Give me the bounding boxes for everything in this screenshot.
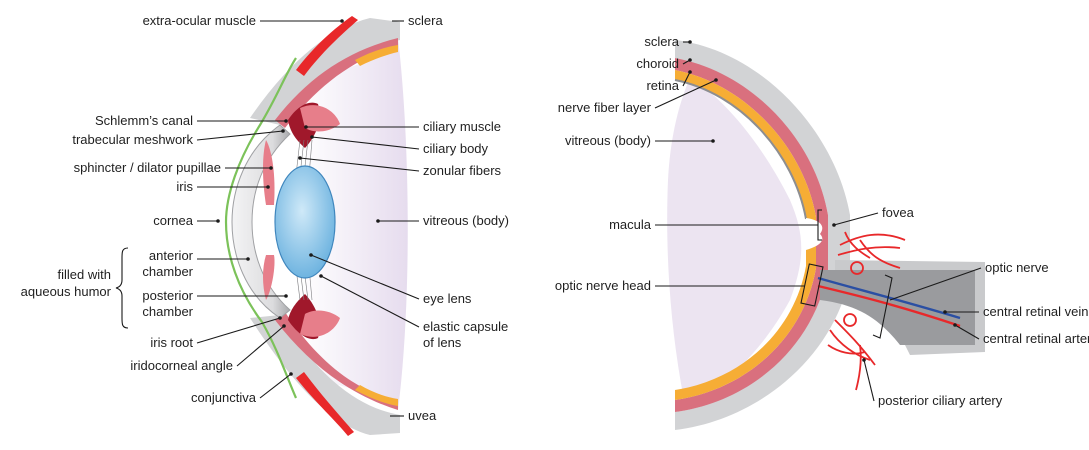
label-vitreous-left: vitreous (body) — [423, 213, 509, 228]
label-ciliary-muscle: ciliary muscle — [423, 119, 501, 134]
label-cornea: cornea — [153, 213, 194, 228]
label-sclera-right: sclera — [644, 34, 679, 49]
leader-dot — [832, 223, 836, 227]
label-extra-ocular-muscle: extra-ocular muscle — [143, 13, 256, 28]
label-vitreous-right: vitreous (body) — [565, 133, 651, 148]
leader-dot — [304, 125, 308, 129]
label-anterior-chamber-2: chamber — [142, 264, 193, 279]
label-filled-with-1: filled with — [58, 267, 111, 282]
label-posterior-chamber-1: posterior — [142, 288, 193, 303]
label-eye-lens: eye lens — [423, 291, 472, 306]
label-iridocorneal-angle: iridocorneal angle — [130, 358, 233, 373]
leader-conjunctiva — [260, 374, 291, 398]
leader-dot — [298, 156, 302, 160]
brace-aqueous-humor — [116, 248, 128, 328]
leader-dot — [284, 294, 288, 298]
label-elastic-capsule-2: of lens — [423, 335, 462, 350]
label-nerve-fiber-layer: nerve fiber layer — [558, 100, 652, 115]
label-macula: macula — [609, 217, 652, 232]
left-eye-illustration — [226, 16, 408, 436]
leader-dot — [269, 166, 273, 170]
label-iris: iris — [176, 179, 193, 194]
label-ciliary-body: ciliary body — [423, 141, 489, 156]
right-vessels-bottom — [828, 314, 875, 390]
label-uvea: uvea — [408, 408, 437, 423]
label-sphincter-dilator: sphincter / dilator pupillae — [74, 160, 221, 175]
leader-dot — [714, 78, 718, 82]
label-sclera-left: sclera — [408, 13, 443, 28]
label-anterior-chamber-1: anterior — [149, 248, 194, 263]
right-eye-illustration — [667, 40, 985, 430]
leader-dot — [862, 358, 866, 362]
label-central-retinal-vein: central retinal vein — [983, 304, 1089, 319]
label-choroid: choroid — [636, 56, 679, 71]
leader-dot — [688, 58, 692, 62]
leader-dot — [278, 316, 282, 320]
leader-dot — [953, 323, 957, 327]
label-retina: retina — [646, 78, 679, 93]
leader-dot — [688, 40, 692, 44]
leader-posterior-ciliary-artery — [864, 360, 874, 401]
label-iris-root: iris root — [150, 335, 193, 350]
leader-dot — [266, 185, 270, 189]
leader-dot — [282, 324, 286, 328]
leader-dot — [319, 274, 323, 278]
leader-dot — [246, 257, 250, 261]
leader-dot — [711, 139, 715, 143]
leader-dot — [284, 119, 288, 123]
label-zonular-fibers: zonular fibers — [423, 163, 502, 178]
label-schlemms-canal: Schlemm’s canal — [95, 113, 193, 128]
leader-dot — [340, 19, 344, 23]
leader-dot — [376, 219, 380, 223]
label-trabecular-meshwork: trabecular meshwork — [72, 132, 193, 147]
leader-dot — [281, 129, 285, 133]
label-elastic-capsule-1: elastic capsule — [423, 319, 508, 334]
label-filled-with-2: aqueous humor — [21, 284, 112, 299]
leader-dot — [310, 135, 314, 139]
label-posterior-chamber-2: chamber — [142, 304, 193, 319]
label-conjunctiva: conjunctiva — [191, 390, 257, 405]
left-eye-labels: extra-ocular muscle sclera Schlemm’s can… — [21, 13, 509, 423]
leader-dot — [289, 372, 293, 376]
leader-dot — [688, 70, 692, 74]
label-fovea: fovea — [882, 205, 915, 220]
label-central-retinal-artery: central retinal artery — [983, 331, 1089, 346]
leader-dot — [309, 253, 313, 257]
label-optic-nerve: optic nerve — [985, 260, 1049, 275]
leader-dot — [943, 310, 947, 314]
label-optic-nerve-head: optic nerve head — [555, 278, 651, 293]
label-posterior-ciliary-artery: posterior ciliary artery — [878, 393, 1003, 408]
leader-dot — [216, 219, 220, 223]
